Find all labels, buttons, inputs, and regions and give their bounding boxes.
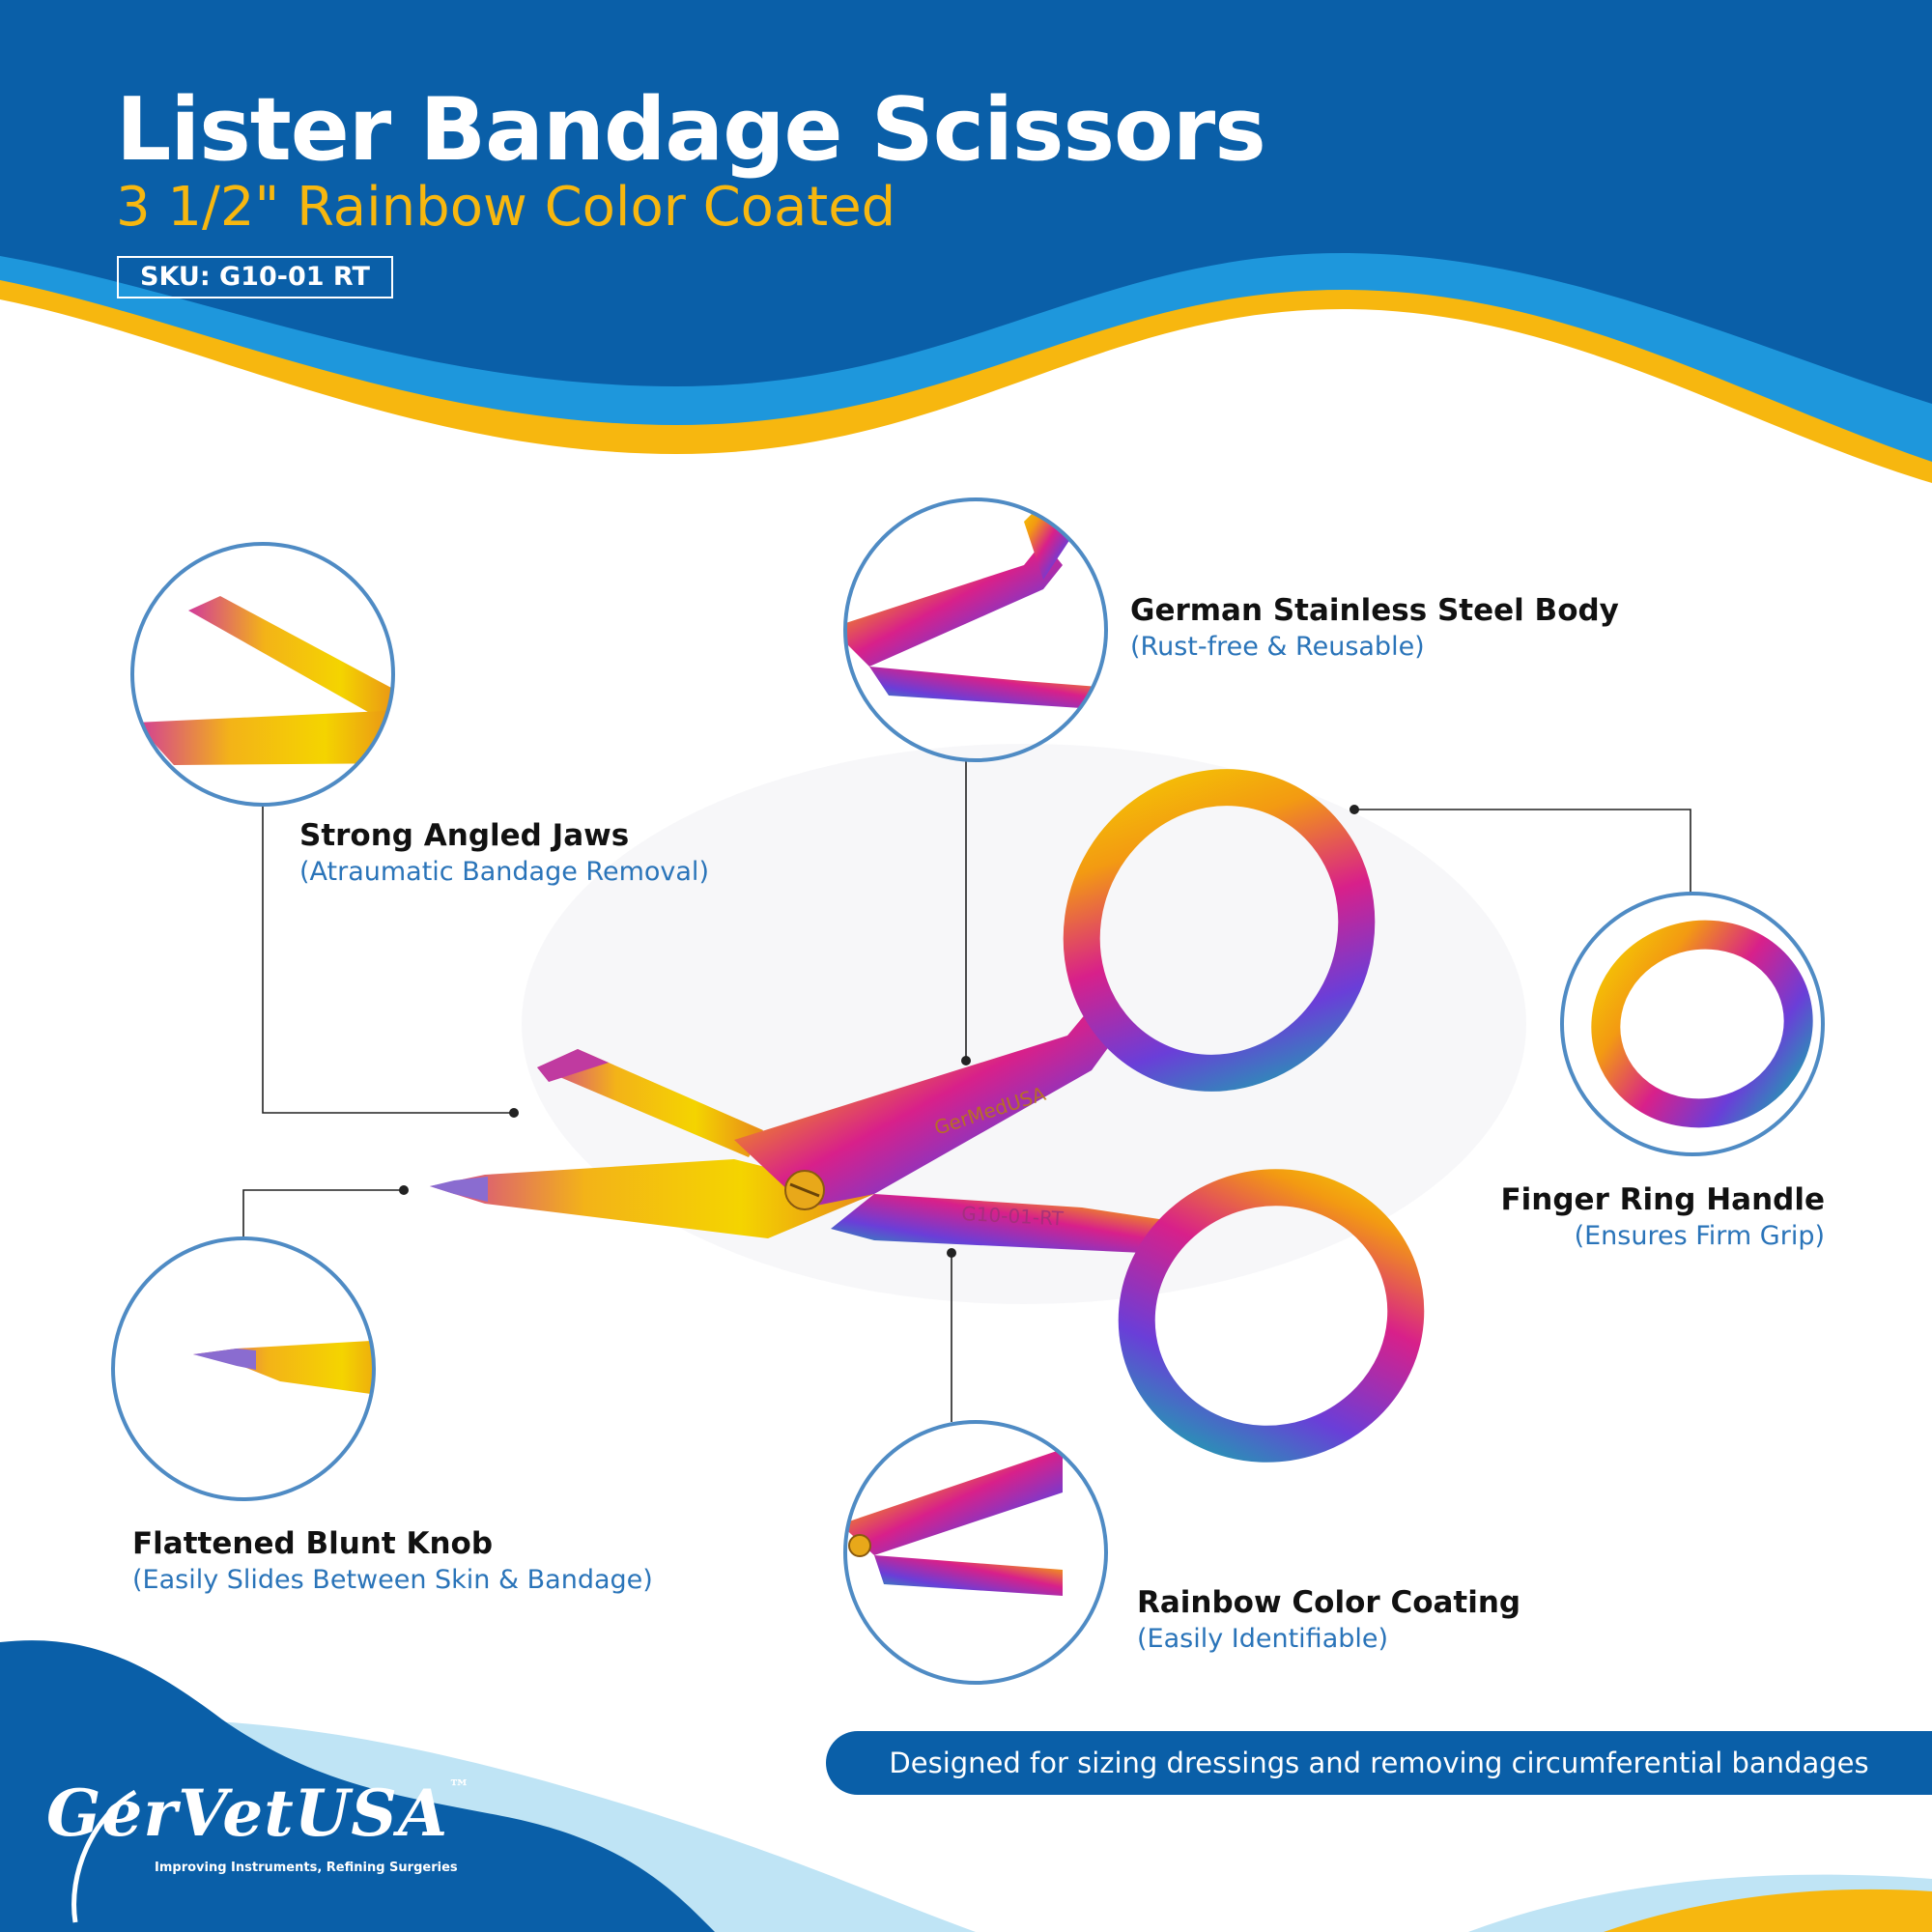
- feature-finger-ring: Finger Ring Handle (Ensures Firm Grip): [1501, 1180, 1826, 1254]
- feature-subtitle: (Easily Identifiable): [1137, 1624, 1389, 1654]
- engraving-brand: GerMedUSA: [931, 1082, 1049, 1140]
- feature-angled-jaws: Strong Angled Jaws (Atraumatic Bandage R…: [299, 816, 709, 890]
- feature-blunt-knob: Flattened Blunt Knob (Easily Slides Betw…: [132, 1524, 653, 1598]
- page-subtitle: 3 1/2" Rainbow Color Coated: [116, 176, 896, 239]
- logo-trademark: ™: [448, 1776, 471, 1801]
- feature-steel-body: German Stainless Steel Body (Rust-free &…: [1130, 591, 1619, 665]
- brand-logo: GerVetUSA™ Improving Instruments, Refini…: [46, 1776, 469, 1891]
- page-title: Lister Bandage Scissors: [116, 79, 1266, 181]
- logo-wordmark: GerVetUSA™: [46, 1776, 470, 1851]
- feature-title: Strong Angled Jaws: [299, 818, 630, 853]
- feature-title: Rainbow Color Coating: [1137, 1585, 1521, 1620]
- feature-subtitle: (Atraumatic Bandage Removal): [299, 857, 709, 887]
- feature-subtitle: (Rust-free & Reusable): [1130, 632, 1425, 662]
- feature-subtitle: (Ensures Firm Grip): [1574, 1221, 1825, 1251]
- feature-subtitle: (Easily Slides Between Skin & Bandage): [132, 1565, 653, 1595]
- usage-banner: Designed for sizing dressings and removi…: [826, 1731, 1932, 1795]
- feature-title: Finger Ring Handle: [1500, 1182, 1826, 1217]
- feature-title: Flattened Blunt Knob: [132, 1526, 494, 1561]
- logo-tagline: Improving Instruments, Refining Surgerie…: [155, 1861, 458, 1875]
- feature-title: German Stainless Steel Body: [1130, 593, 1619, 628]
- engraving-code: G10-01-RT: [961, 1202, 1065, 1231]
- feature-rainbow-coating: Rainbow Color Coating (Easily Identifiab…: [1137, 1583, 1520, 1657]
- sku-badge: SKU: G10-01 RT: [117, 256, 393, 298]
- logo-name: GerVetUSA: [46, 1776, 449, 1851]
